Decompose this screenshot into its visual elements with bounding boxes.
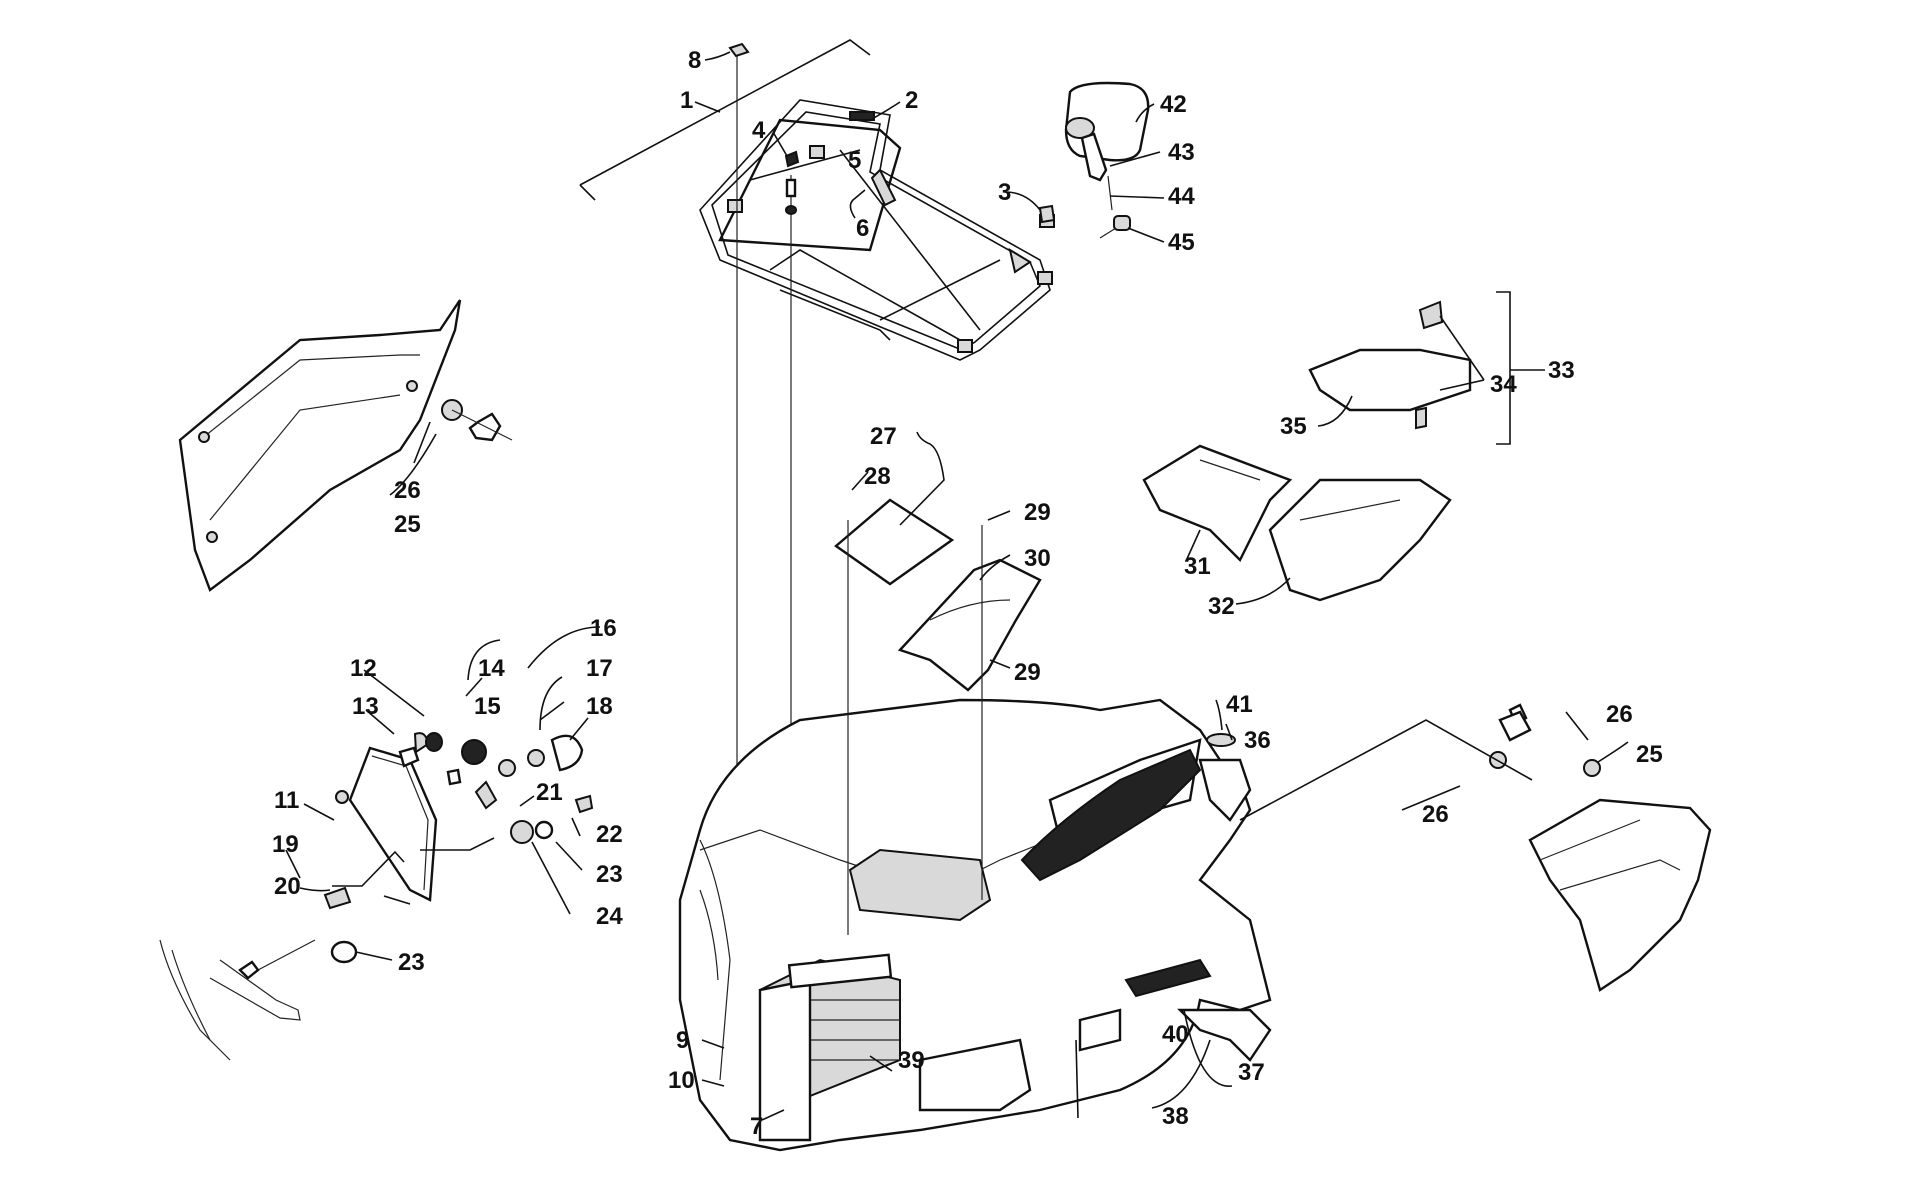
- front-rack: [699, 99, 1055, 361]
- callout-27: 27: [870, 423, 897, 450]
- leader-lines: [285, 51, 1629, 1121]
- callout-26-right-low: 26: [1422, 801, 1449, 828]
- storage-tray-31: [1142, 444, 1293, 563]
- callout-29-top: 29: [1024, 499, 1051, 526]
- callout-43: 43: [1168, 139, 1195, 166]
- bolt-spacer-nut: [784, 150, 800, 215]
- mirror-assembly: [1064, 81, 1150, 239]
- callout-25-right: 25: [1636, 741, 1663, 768]
- storage-box-32: [1268, 478, 1452, 602]
- callout-15: 15: [474, 693, 501, 720]
- callout-25-left: 25: [394, 511, 421, 538]
- callout-41: 41: [1226, 691, 1253, 718]
- callout-20: 20: [274, 873, 301, 900]
- callout-21: 21: [536, 779, 563, 806]
- callout-4: 4: [752, 117, 766, 144]
- callout-16: 16: [590, 615, 617, 642]
- callout-2: 2: [905, 87, 918, 114]
- callout-labels: 8 1 2 4 5 6 3 42 43 44 45 33 34 35 27 28…: [272, 47, 1663, 1140]
- callout-37: 37: [1238, 1059, 1265, 1086]
- callout-10: 10: [668, 1067, 695, 1094]
- callout-28: 28: [864, 463, 891, 490]
- front-body: [678, 698, 1272, 1152]
- callout-1: 1: [680, 87, 693, 114]
- callout-26-left: 26: [394, 477, 421, 504]
- callout-45: 45: [1168, 229, 1195, 256]
- callout-9: 9: [676, 1027, 689, 1054]
- callout-6: 6: [856, 215, 869, 242]
- callout-24: 24: [596, 903, 623, 930]
- callout-17: 17: [586, 655, 613, 682]
- callout-29-bottom: 29: [1014, 659, 1041, 686]
- callout-23-left: 23: [398, 949, 425, 976]
- group-bracket-1: [579, 39, 871, 186]
- callout-32: 32: [1208, 593, 1235, 620]
- callout-39: 39: [898, 1047, 925, 1074]
- right-side-panel: [1489, 703, 1712, 992]
- callout-7: 7: [750, 1113, 763, 1140]
- callout-31: 31: [1184, 553, 1211, 580]
- callout-42: 42: [1160, 91, 1187, 118]
- cover-30: [897, 558, 1042, 692]
- headlight-assembly: [159, 732, 594, 1061]
- callout-23-right: 23: [596, 861, 623, 888]
- callout-26-right-high: 26: [1606, 701, 1633, 728]
- callout-22: 22: [596, 821, 623, 848]
- callout-3: 3: [998, 179, 1011, 206]
- plate-27: [834, 498, 955, 586]
- callout-8: 8: [688, 47, 701, 74]
- callout-13: 13: [352, 693, 379, 720]
- callout-5: 5: [848, 147, 861, 174]
- callout-35: 35: [1280, 413, 1307, 440]
- clip-3: [1038, 204, 1056, 224]
- callout-18: 18: [586, 693, 613, 720]
- callout-14: 14: [478, 655, 505, 682]
- callout-34: 34: [1490, 371, 1517, 398]
- callout-33: 33: [1548, 357, 1575, 384]
- callout-12: 12: [350, 655, 377, 682]
- callout-11: 11: [274, 787, 299, 814]
- callout-38: 38: [1162, 1103, 1189, 1130]
- callout-19: 19: [272, 831, 299, 858]
- callout-40: 40: [1162, 1021, 1189, 1048]
- lid-assembly: [1308, 291, 1511, 445]
- callout-44: 44: [1168, 183, 1195, 210]
- callout-36: 36: [1244, 727, 1271, 754]
- callout-30: 30: [1024, 545, 1051, 572]
- left-side-panel: [178, 299, 513, 592]
